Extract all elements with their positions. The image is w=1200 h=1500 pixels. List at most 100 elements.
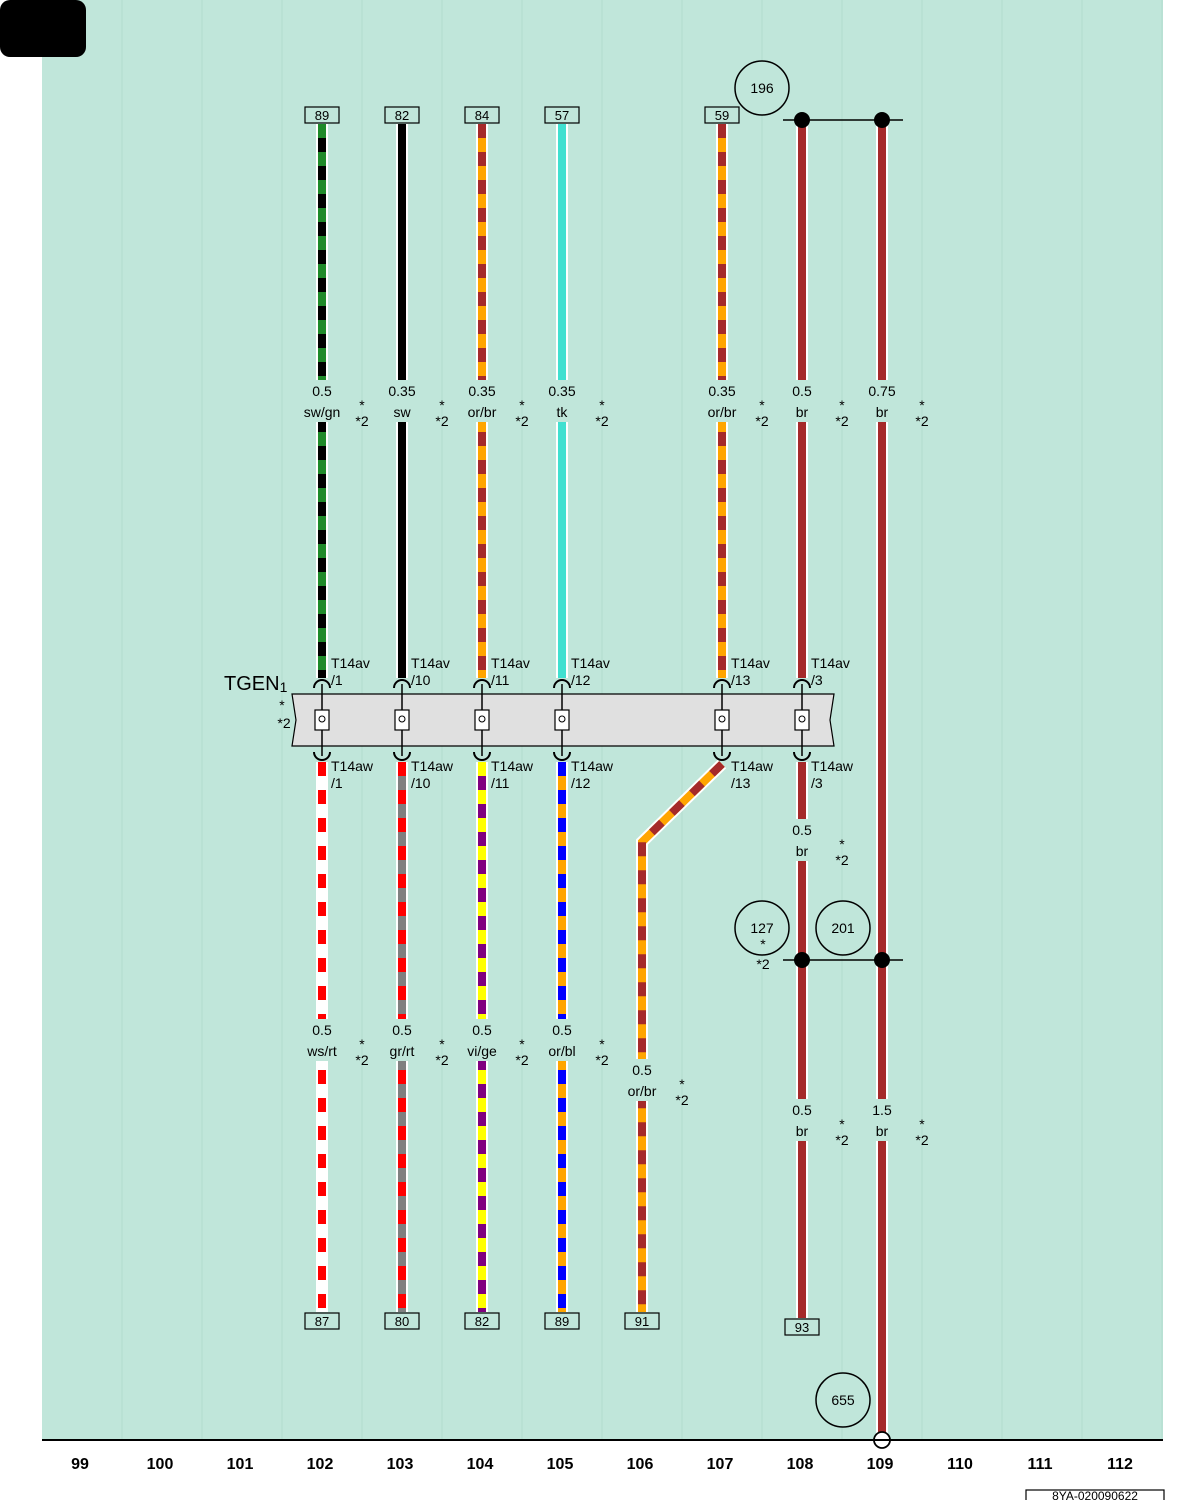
bottom-ref-text: 80 xyxy=(395,1314,409,1329)
wire-bottom-label-color: or/br xyxy=(628,1083,657,1099)
wire-bottom-label-bg xyxy=(382,1019,422,1061)
pin-contact xyxy=(478,715,486,723)
wire-top-label-bg xyxy=(382,380,422,422)
column-strip-lines xyxy=(121,0,1163,1440)
pin-top-label-line2: /3 xyxy=(811,672,823,688)
wire-labels: 0.5sw/gn**20.35sw**20.35or/br**20.35tk**… xyxy=(302,380,929,1148)
pin-bottom-arc xyxy=(553,751,571,761)
bottom-ref-box xyxy=(544,1312,580,1330)
wire-top-label-color: sw xyxy=(393,404,411,420)
column-number: 101 xyxy=(227,1456,254,1473)
pin-box xyxy=(554,709,570,731)
bottom-ref-text: 91 xyxy=(635,1314,649,1329)
wire-bottom-label-bg xyxy=(542,1019,582,1061)
wire-bottom-label-bg xyxy=(462,1019,502,1061)
wire-top-label-color: or/br xyxy=(468,404,497,420)
wire-top-label-color: or/br xyxy=(708,404,737,420)
wire-bottom-label-note: *2 xyxy=(435,1052,448,1068)
column-number: 112 xyxy=(1107,1456,1133,1473)
bottom-ref-text: 89 xyxy=(555,1314,569,1329)
wire-top-label-size: 0.35 xyxy=(548,383,575,399)
column-number: 99 xyxy=(71,1456,89,1473)
splice-nodes xyxy=(794,112,891,1449)
pin-bottom-label-line2: /1 xyxy=(331,775,343,791)
pin-top-label-line2: /1 xyxy=(331,672,343,688)
column-number: 102 xyxy=(307,1456,334,1473)
wire-bottom-label-bg xyxy=(782,819,822,861)
pin-contact xyxy=(398,715,406,723)
wire-top-label-note: *2 xyxy=(755,413,768,429)
wire-top-label-color: br xyxy=(876,404,889,420)
bottom-ref-box xyxy=(624,1312,660,1330)
wire-top-label-note: *2 xyxy=(515,413,528,429)
document-code: 8YA-020090622 xyxy=(1052,1489,1138,1500)
pin-top-label-line2: /13 xyxy=(731,672,751,688)
wire-bottom-label-star: * xyxy=(839,836,845,852)
wire-top-label-size: 0.5 xyxy=(312,383,332,399)
top-ref-box xyxy=(304,106,340,124)
column-number: 104 xyxy=(467,1456,494,1473)
wire-top-label-note: *2 xyxy=(915,413,928,429)
pin-top-label-line1: T14av xyxy=(331,655,370,671)
pin-top-label-line2: /12 xyxy=(571,672,591,688)
wire-bottom-label-bg xyxy=(622,1059,662,1101)
pin-top-arc xyxy=(553,679,571,689)
wire-top-label-note: *2 xyxy=(355,413,368,429)
bottom-ref-box xyxy=(784,1318,820,1336)
splice-node xyxy=(874,112,890,128)
circle-127-star: * xyxy=(760,936,766,952)
wire-top-label-color: sw/gn xyxy=(304,404,341,420)
top-ref-text: 57 xyxy=(555,108,569,123)
wire-106-bottom-stripe xyxy=(638,761,725,1312)
connector-note: *2 xyxy=(277,715,290,731)
bottom-ref-text: 87 xyxy=(315,1314,329,1329)
top-ref-text: 59 xyxy=(715,108,729,123)
splice-node xyxy=(794,112,810,128)
circle-ref-circle xyxy=(734,60,790,116)
wire-bottom-label-size: 0.5 xyxy=(552,1022,572,1038)
wire-bottom-label-note: *2 xyxy=(915,1132,928,1148)
wire-bottom-label-note: *2 xyxy=(355,1052,368,1068)
wire-bottom-label-color: ws/rt xyxy=(306,1043,337,1059)
wire-bottom-label-star: * xyxy=(359,1036,365,1052)
wire-bottom-label-color: br xyxy=(796,1123,809,1139)
pin-top-label-line1: T14av xyxy=(411,655,450,671)
wire-top-label-note: *2 xyxy=(595,413,608,429)
pin-contact xyxy=(718,715,726,723)
wire-top-label-size: 0.35 xyxy=(388,383,415,399)
pin-bottom-label-line2: /10 xyxy=(411,775,431,791)
connector-tgen1: TGEN1**2 xyxy=(224,673,835,761)
wire-top-label-size: 0.35 xyxy=(468,383,495,399)
top-ref-text: 84 xyxy=(475,108,489,123)
pin-top-arc xyxy=(713,679,731,689)
wire-top-label-note: *2 xyxy=(835,413,848,429)
wire-bottom-label-size: 0.5 xyxy=(312,1022,332,1038)
wire-top-label-star: * xyxy=(919,397,925,413)
pin-box xyxy=(314,709,330,731)
top-ref-text: 89 xyxy=(315,108,329,123)
top-ref-box xyxy=(704,106,740,124)
column-number: 107 xyxy=(707,1456,734,1473)
pin-bottom-label-line1: T14aw xyxy=(571,758,614,774)
pin-bottom-label-line1: T14aw xyxy=(331,758,374,774)
pin-top-arc xyxy=(313,679,331,689)
bottom-ref-box xyxy=(464,1312,500,1330)
pin-bottom-label-line1: T14aw xyxy=(731,758,774,774)
wire-bottom-label-size: 0.5 xyxy=(472,1022,492,1038)
page-tab-marker xyxy=(0,0,86,57)
pin-contact xyxy=(798,715,806,723)
wire-top-label-bg xyxy=(782,380,822,422)
pin-bottom-label-line1: T14aw xyxy=(811,758,854,774)
wire-bottom-label-color: br xyxy=(876,1123,889,1139)
wire-top-label-size: 0.5 xyxy=(792,383,812,399)
pin-bottom-arc xyxy=(313,751,331,761)
pin-top-arc xyxy=(393,679,411,689)
wire-bottom-label-size: 0.5 xyxy=(632,1062,652,1078)
pin-top-label-line1: T14av xyxy=(571,655,610,671)
pin-top-label-line1: T14av xyxy=(491,655,530,671)
wire-top-label-star: * xyxy=(599,397,605,413)
pin-bottom-label-line2: /11 xyxy=(491,775,510,791)
